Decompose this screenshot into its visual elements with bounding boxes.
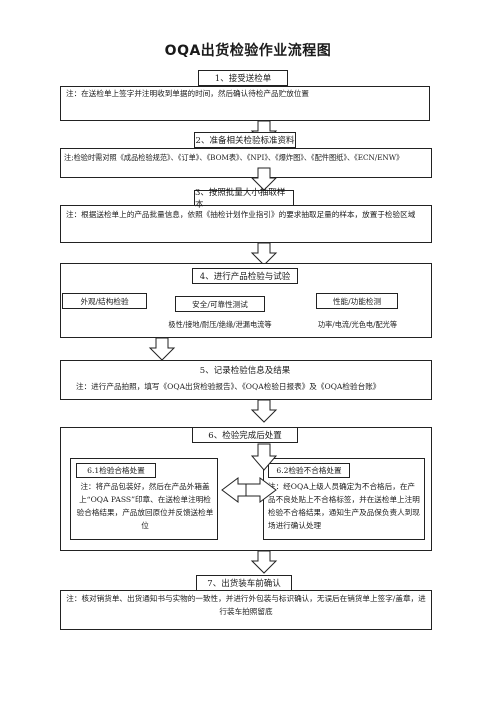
test-item-safety: 安全/可靠性测试 bbox=[175, 296, 265, 312]
arrow-6-to-7 bbox=[250, 550, 278, 574]
arrow-4-to-5 bbox=[148, 337, 176, 361]
step-2-label: 2、准备相关检验标准资料 bbox=[194, 132, 296, 148]
step-2-box bbox=[60, 148, 432, 178]
arrow-5-to-6 bbox=[250, 399, 278, 423]
step-6-label: 6、检验完成后处置 bbox=[192, 427, 298, 443]
step-5-note: 注：进行产品拍照，填写《OQA出货检验报告》、《OQA检验日报表》及《OQA检验… bbox=[76, 382, 381, 391]
branch-6-2-note: 注：经OQA上级人员确定为不合格后，在产品不良处贴上不合格标签，并在送检单上注明… bbox=[268, 482, 420, 530]
test-item-safety-detail: 极性/接地/耐压/绝缘/泄漏电流等 bbox=[168, 320, 272, 329]
step-3-label: 3、按照批量大小抽取样本 bbox=[194, 188, 294, 210]
step-5-label: 5、记录检验信息及结果 bbox=[192, 363, 298, 377]
arrow-3-to-4 bbox=[250, 242, 278, 266]
branch-6-2-label: 6.2检验不合格处置 bbox=[268, 463, 350, 478]
step-7-label: 7、出货装车前确认 bbox=[196, 575, 292, 591]
step-4-label: 4、进行产品检验与试验 bbox=[192, 268, 298, 284]
branch-6-1-label: 6.1检验合格处置 bbox=[76, 463, 156, 478]
test-item-performance: 性能/功能检测 bbox=[316, 293, 398, 309]
test-item-performance-detail: 功率/电流/光色电/配光等 bbox=[317, 320, 398, 329]
step-1-box bbox=[60, 86, 430, 121]
branch-6-1-note: 注：将产品包装好，然后在产品外箱盖上“OQA PASS”印章、在送检单注明检验合… bbox=[76, 482, 214, 530]
step-2-note: 注;检验时需对照《成品检验规范》、《订单》、《BOM表》、《NPI》、《爆炸图》… bbox=[64, 153, 404, 162]
page-title: OQA出货检验作业流程图 bbox=[164, 43, 332, 59]
step-7-note: 注：核对销货单、出货通知书与实物的一致性，并进行外包装与标识确认，无误后在销货单… bbox=[66, 594, 426, 616]
step-1-label: 1、接受送检单 bbox=[198, 70, 288, 86]
step-7-box bbox=[60, 590, 432, 630]
step-3-note: 注：根据送检单上的产品批量信息，依照《抽检计划作业指引》的要求抽取足量的样本，放… bbox=[66, 210, 416, 219]
arrow-2-to-3 bbox=[250, 167, 278, 191]
step-1-note: 注：在送检单上签字并注明收到单据的时间，然后确认待检产品贮放位置 bbox=[66, 89, 309, 98]
test-item-appearance: 外观/结构检验 bbox=[62, 293, 147, 309]
